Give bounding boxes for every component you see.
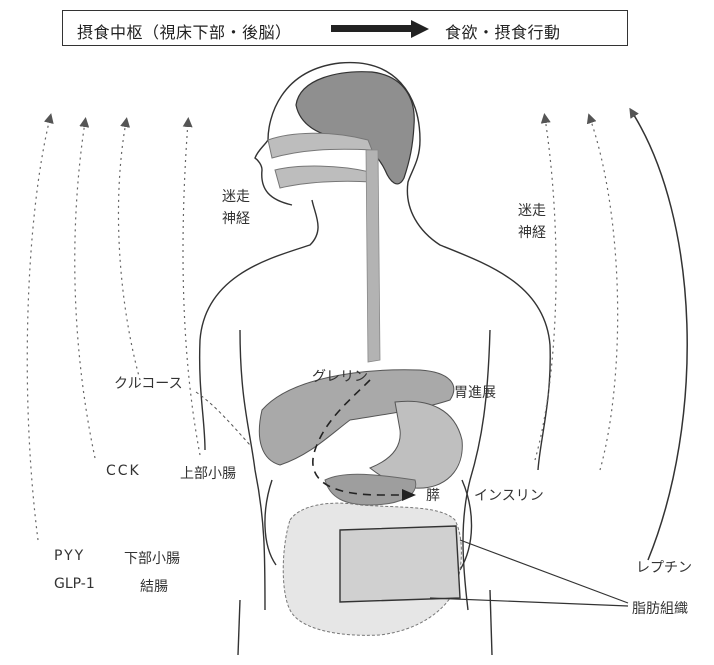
glucose-label: クルコース [114, 373, 183, 393]
waist-right [460, 480, 472, 570]
glp1-label: GLP-1 [54, 576, 95, 592]
signal-arrow-leptin [632, 112, 687, 560]
signal-arrow-insulin [590, 118, 618, 470]
signal-arrow-cck [75, 122, 95, 458]
leg-left [238, 600, 240, 655]
waist-left [265, 480, 276, 565]
ghrelin-label: グレリン [312, 366, 368, 386]
cck-label: CCK [106, 463, 141, 479]
gastric-distension-label: 胃進展 [454, 382, 496, 402]
colon-label: 結腸 [140, 576, 168, 596]
adipose-leader-1 [460, 540, 628, 603]
torso-left [240, 330, 265, 610]
signal-arrow-vagus-right [535, 118, 556, 460]
vagus-right-line2: 神経 [518, 222, 546, 244]
adipose-block [340, 526, 460, 602]
adipose-leader-2 [430, 598, 628, 606]
torso-right [463, 330, 490, 610]
insulin-label: インスリン [474, 485, 544, 505]
vagus-nerve-left-label: 迷走 神経 [222, 186, 250, 230]
leptin-label: レプチン [636, 557, 692, 577]
nasal-cavity [268, 133, 372, 158]
vagus-nerve-right-label: 迷走 神経 [518, 200, 546, 244]
vagus-right-line1: 迷走 [518, 200, 546, 222]
vagus-left-line1: 迷走 [222, 186, 250, 208]
signal-arrow-glucose [118, 122, 140, 380]
signal-arrow-pyy [27, 118, 50, 540]
pancreas-label: 膵 [426, 485, 440, 505]
signal-arrow-vagus-left [183, 122, 200, 455]
vagus-left-line2: 神経 [222, 208, 250, 230]
oral-cavity [275, 166, 372, 188]
adipose-tissue-label: 脂肪組織 [632, 598, 688, 618]
lower-small-intestine-label: 下部小腸 [124, 548, 180, 568]
upper-small-intestine-label: 上部小腸 [180, 463, 236, 483]
leg-right [490, 590, 492, 655]
esophagus [366, 150, 380, 362]
pyy-label: PYY [54, 548, 85, 564]
